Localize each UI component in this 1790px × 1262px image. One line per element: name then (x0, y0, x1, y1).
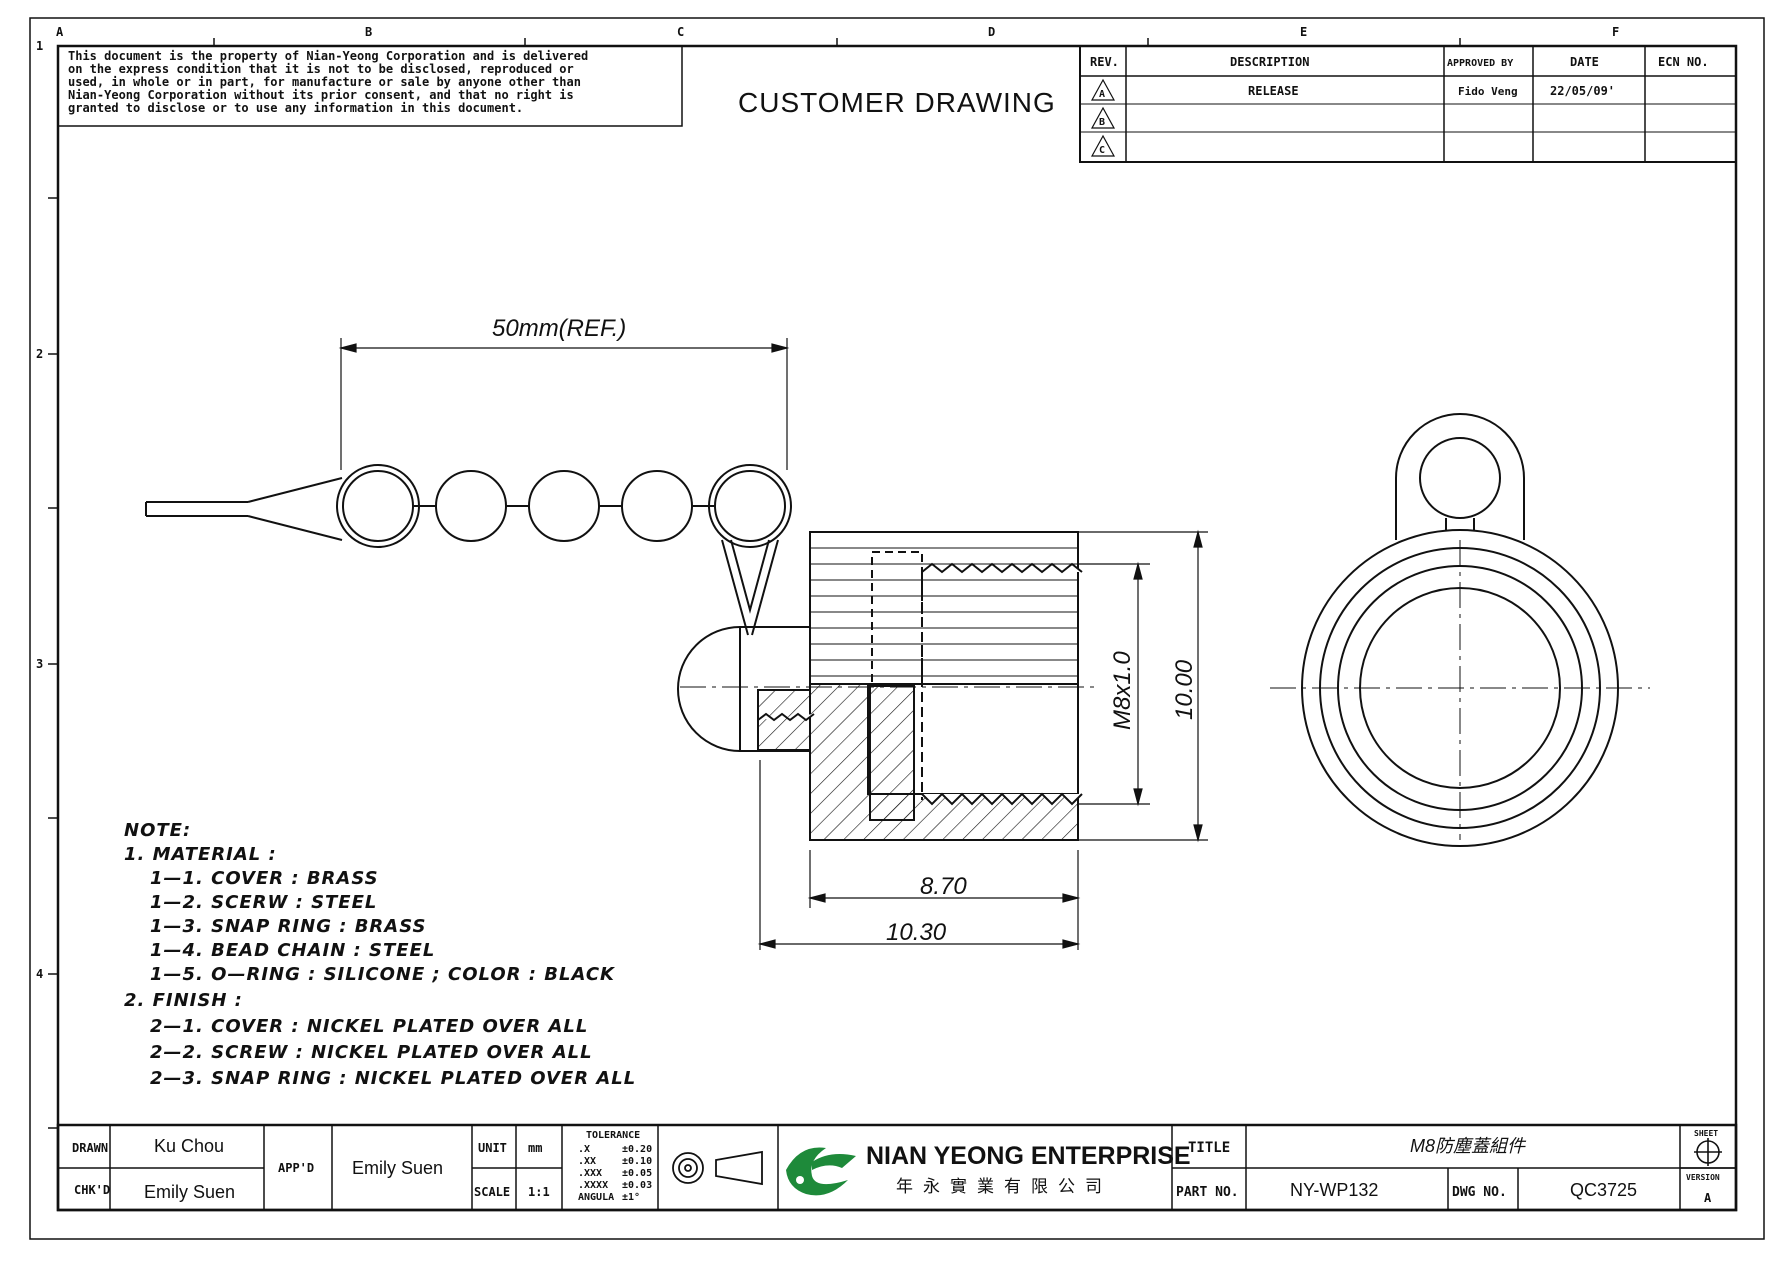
cap-end-view (1270, 413, 1650, 847)
company-name: NIAN YEONG ENTERPRISE (866, 1142, 1191, 1170)
drawing-title: CUSTOMER DRAWING (738, 87, 1056, 118)
tolerance-key: ANGULA (578, 1192, 614, 1203)
tolerance-value: ±0.20 (622, 1144, 652, 1155)
revision-table (1079, 45, 1737, 163)
cap-section-view (677, 531, 1100, 841)
bead-chain (145, 464, 792, 636)
tolerance-value: ±0.05 (622, 1168, 652, 1179)
note-line: 2—3. SNAP RING : NICKEL PLATED OVER ALL (150, 1068, 636, 1089)
chain-length-dimension (338, 338, 790, 470)
rev-a: A (1099, 89, 1105, 100)
rev-a-date: 22/05/09' (1550, 84, 1615, 98)
tolerance-key: .XXXX (578, 1180, 608, 1191)
drawn-by: Ku Chou (154, 1136, 224, 1156)
confidentiality-notice: This document is the property of Nian-Ye… (68, 49, 588, 115)
notice-line: on the express condition that it is not … (68, 62, 574, 76)
tolerance-key: .XX (578, 1156, 596, 1167)
total-length-label: 10.30 (886, 919, 947, 946)
body-length-label: 8.70 (920, 873, 967, 900)
notice-line: This document is the property of Nian-Ye… (68, 49, 588, 63)
unit-label: UNIT (478, 1141, 507, 1155)
note-line: 1—5. O—RING : SILICONE ; COLOR : BLACK (150, 964, 616, 985)
grid-ticks (48, 38, 1461, 1129)
notice-line: granted to disclose or to use any inform… (68, 101, 523, 115)
dwg-no-label: DWG NO. (1452, 1185, 1507, 1200)
notes-heading: NOTE: (124, 820, 191, 841)
ecn-header: ECN NO. (1658, 55, 1709, 69)
approved-by: Emily Suen (352, 1158, 443, 1178)
outer-border (29, 17, 1765, 1240)
sheet-label: SHEET (1694, 1129, 1718, 1138)
first-angle-projection-icon (672, 1150, 763, 1186)
grid-col-d: D (988, 25, 995, 39)
part-no-value: NY-WP132 (1290, 1180, 1378, 1200)
note-line: 1—4. BEAD CHAIN : STEEL (150, 940, 435, 961)
checked-label: CHK'D (74, 1183, 110, 1197)
grid-row-2: 2 (36, 347, 43, 361)
tolerance-value: ±1° (622, 1192, 640, 1203)
grid-column-labels: A B C D E F 1 2 3 4 (36, 25, 1619, 981)
date-header: DATE (1570, 55, 1599, 69)
note-line: 1—3. SNAP RING : BRASS (150, 916, 427, 937)
notes: NOTE: 1. MATERIAL : 1—1. COVER : BRASS 1… (124, 820, 636, 1089)
sheet-symbol-icon (1694, 1138, 1722, 1166)
company-chinese-name: 年永實業有限公司 (896, 1177, 1112, 1197)
cap-dimensions (757, 529, 1208, 950)
part-no-label: PART NO. (1176, 1185, 1239, 1200)
company-logo-icon (786, 1147, 856, 1196)
note-line: 2. FINISH : (124, 990, 243, 1011)
grid-col-b: B (365, 25, 372, 39)
chain-length-label: 50mm(REF.) (492, 315, 626, 342)
title-block-right: TITLE M8防塵蓋組件 PART NO. NY-WP132 DWG NO. … (1176, 1129, 1720, 1205)
grid-col-c: C (677, 25, 684, 39)
grid-col-f: F (1612, 25, 1619, 39)
scale-label: SCALE (474, 1185, 510, 1199)
version-label: VERSION (1686, 1173, 1720, 1182)
title-label: TITLE (1188, 1140, 1230, 1156)
rev-c: C (1099, 145, 1105, 156)
note-line: 2—2. SCREW : NICKEL PLATED OVER ALL (150, 1042, 593, 1063)
tolerance-value: ±0.03 (622, 1180, 652, 1191)
tolerance-value: ±0.10 (622, 1156, 652, 1167)
rev-b: B (1099, 117, 1105, 128)
drawn-label: DRAWN (72, 1141, 108, 1155)
tolerance-key: .X (578, 1144, 590, 1155)
rev-header: REV. (1090, 55, 1119, 69)
grid-col-a: A (56, 25, 64, 39)
tolerance-key: .XXX (578, 1168, 602, 1179)
version-value: A (1704, 1191, 1712, 1205)
height-label: 10.00 (1171, 659, 1198, 720)
approved-label: APP'D (278, 1161, 314, 1175)
description-header: DESCRIPTION (1230, 55, 1309, 69)
grid-row-3: 3 (36, 657, 43, 671)
grid-row-1: 1 (36, 39, 43, 53)
note-line: 1—1. COVER : BRASS (150, 868, 379, 889)
note-line: 2—1. COVER : NICKEL PLATED OVER ALL (150, 1016, 588, 1037)
title-block-text: DRAWN Ku Chou CHK'D Emily Suen APP'D Emi… (72, 1130, 652, 1203)
scale-value: 1:1 (528, 1185, 550, 1199)
dwg-no-value: QC3725 (1570, 1180, 1637, 1200)
rev-a-description: RELEASE (1248, 84, 1299, 98)
title-value: M8防塵蓋組件 (1410, 1136, 1527, 1156)
note-line: 1—2. SCERW : STEEL (150, 892, 377, 913)
revision-table-text: REV. DESCRIPTION APPROVED BY DATE ECN NO… (1090, 55, 1709, 156)
grid-col-e: E (1300, 25, 1307, 39)
checked-by: Emily Suen (144, 1182, 235, 1202)
notice-line: Nian-Yeong Corporation without its prior… (68, 88, 574, 102)
grid-row-4: 4 (36, 967, 43, 981)
title-block (56, 1123, 1738, 1212)
approved-by-header: APPROVED BY (1447, 58, 1513, 69)
tolerance-label: TOLERANCE (586, 1130, 640, 1141)
note-line: 1. MATERIAL : (124, 844, 277, 865)
rev-a-approved-by: Fido Veng (1458, 85, 1518, 98)
thread-label: M8x1.0 (1109, 651, 1136, 730)
notice-line: used, in whole or in part, for manufactu… (68, 75, 581, 89)
unit-value: mm (528, 1141, 542, 1155)
notice-box (57, 45, 683, 127)
